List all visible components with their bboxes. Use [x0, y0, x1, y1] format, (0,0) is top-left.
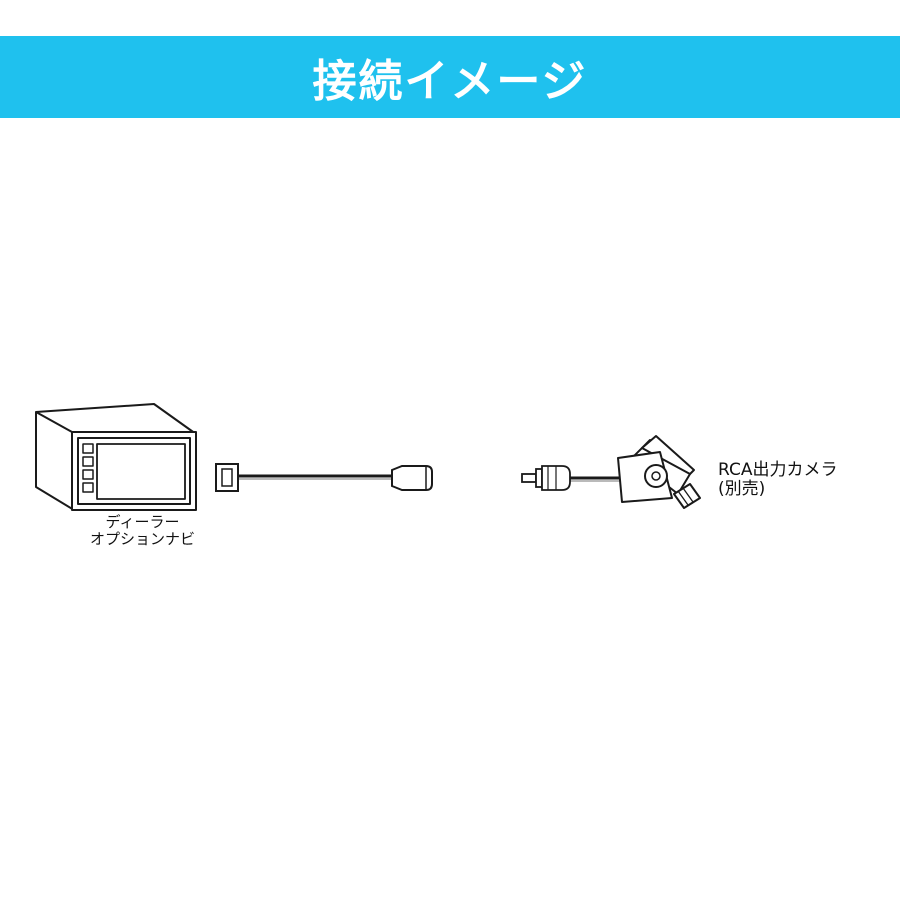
navi-label-line1: ディーラー: [105, 513, 180, 531]
rca-male-plug-icon: [521, 465, 571, 491]
navi-unit-icon: [35, 403, 197, 511]
page-title: 接続イメージ: [312, 56, 588, 107]
header-banner: 接続イメージ: [0, 36, 900, 118]
harness-connector-icon: [215, 463, 239, 492]
navi-label: ディーラー オプションナビ: [80, 514, 205, 548]
camera-label-line2: (別売): [718, 479, 766, 499]
camera-label-line1: RCA出力カメラ: [718, 460, 838, 480]
camera-cable: [570, 476, 624, 482]
rca-female-jack-icon: [391, 465, 433, 491]
harness-cable: [238, 474, 392, 480]
navi-label-line2: オプションナビ: [89, 530, 195, 548]
camera-label: RCA出力カメラ (別売): [718, 461, 837, 499]
camera-icon: [617, 435, 701, 509]
